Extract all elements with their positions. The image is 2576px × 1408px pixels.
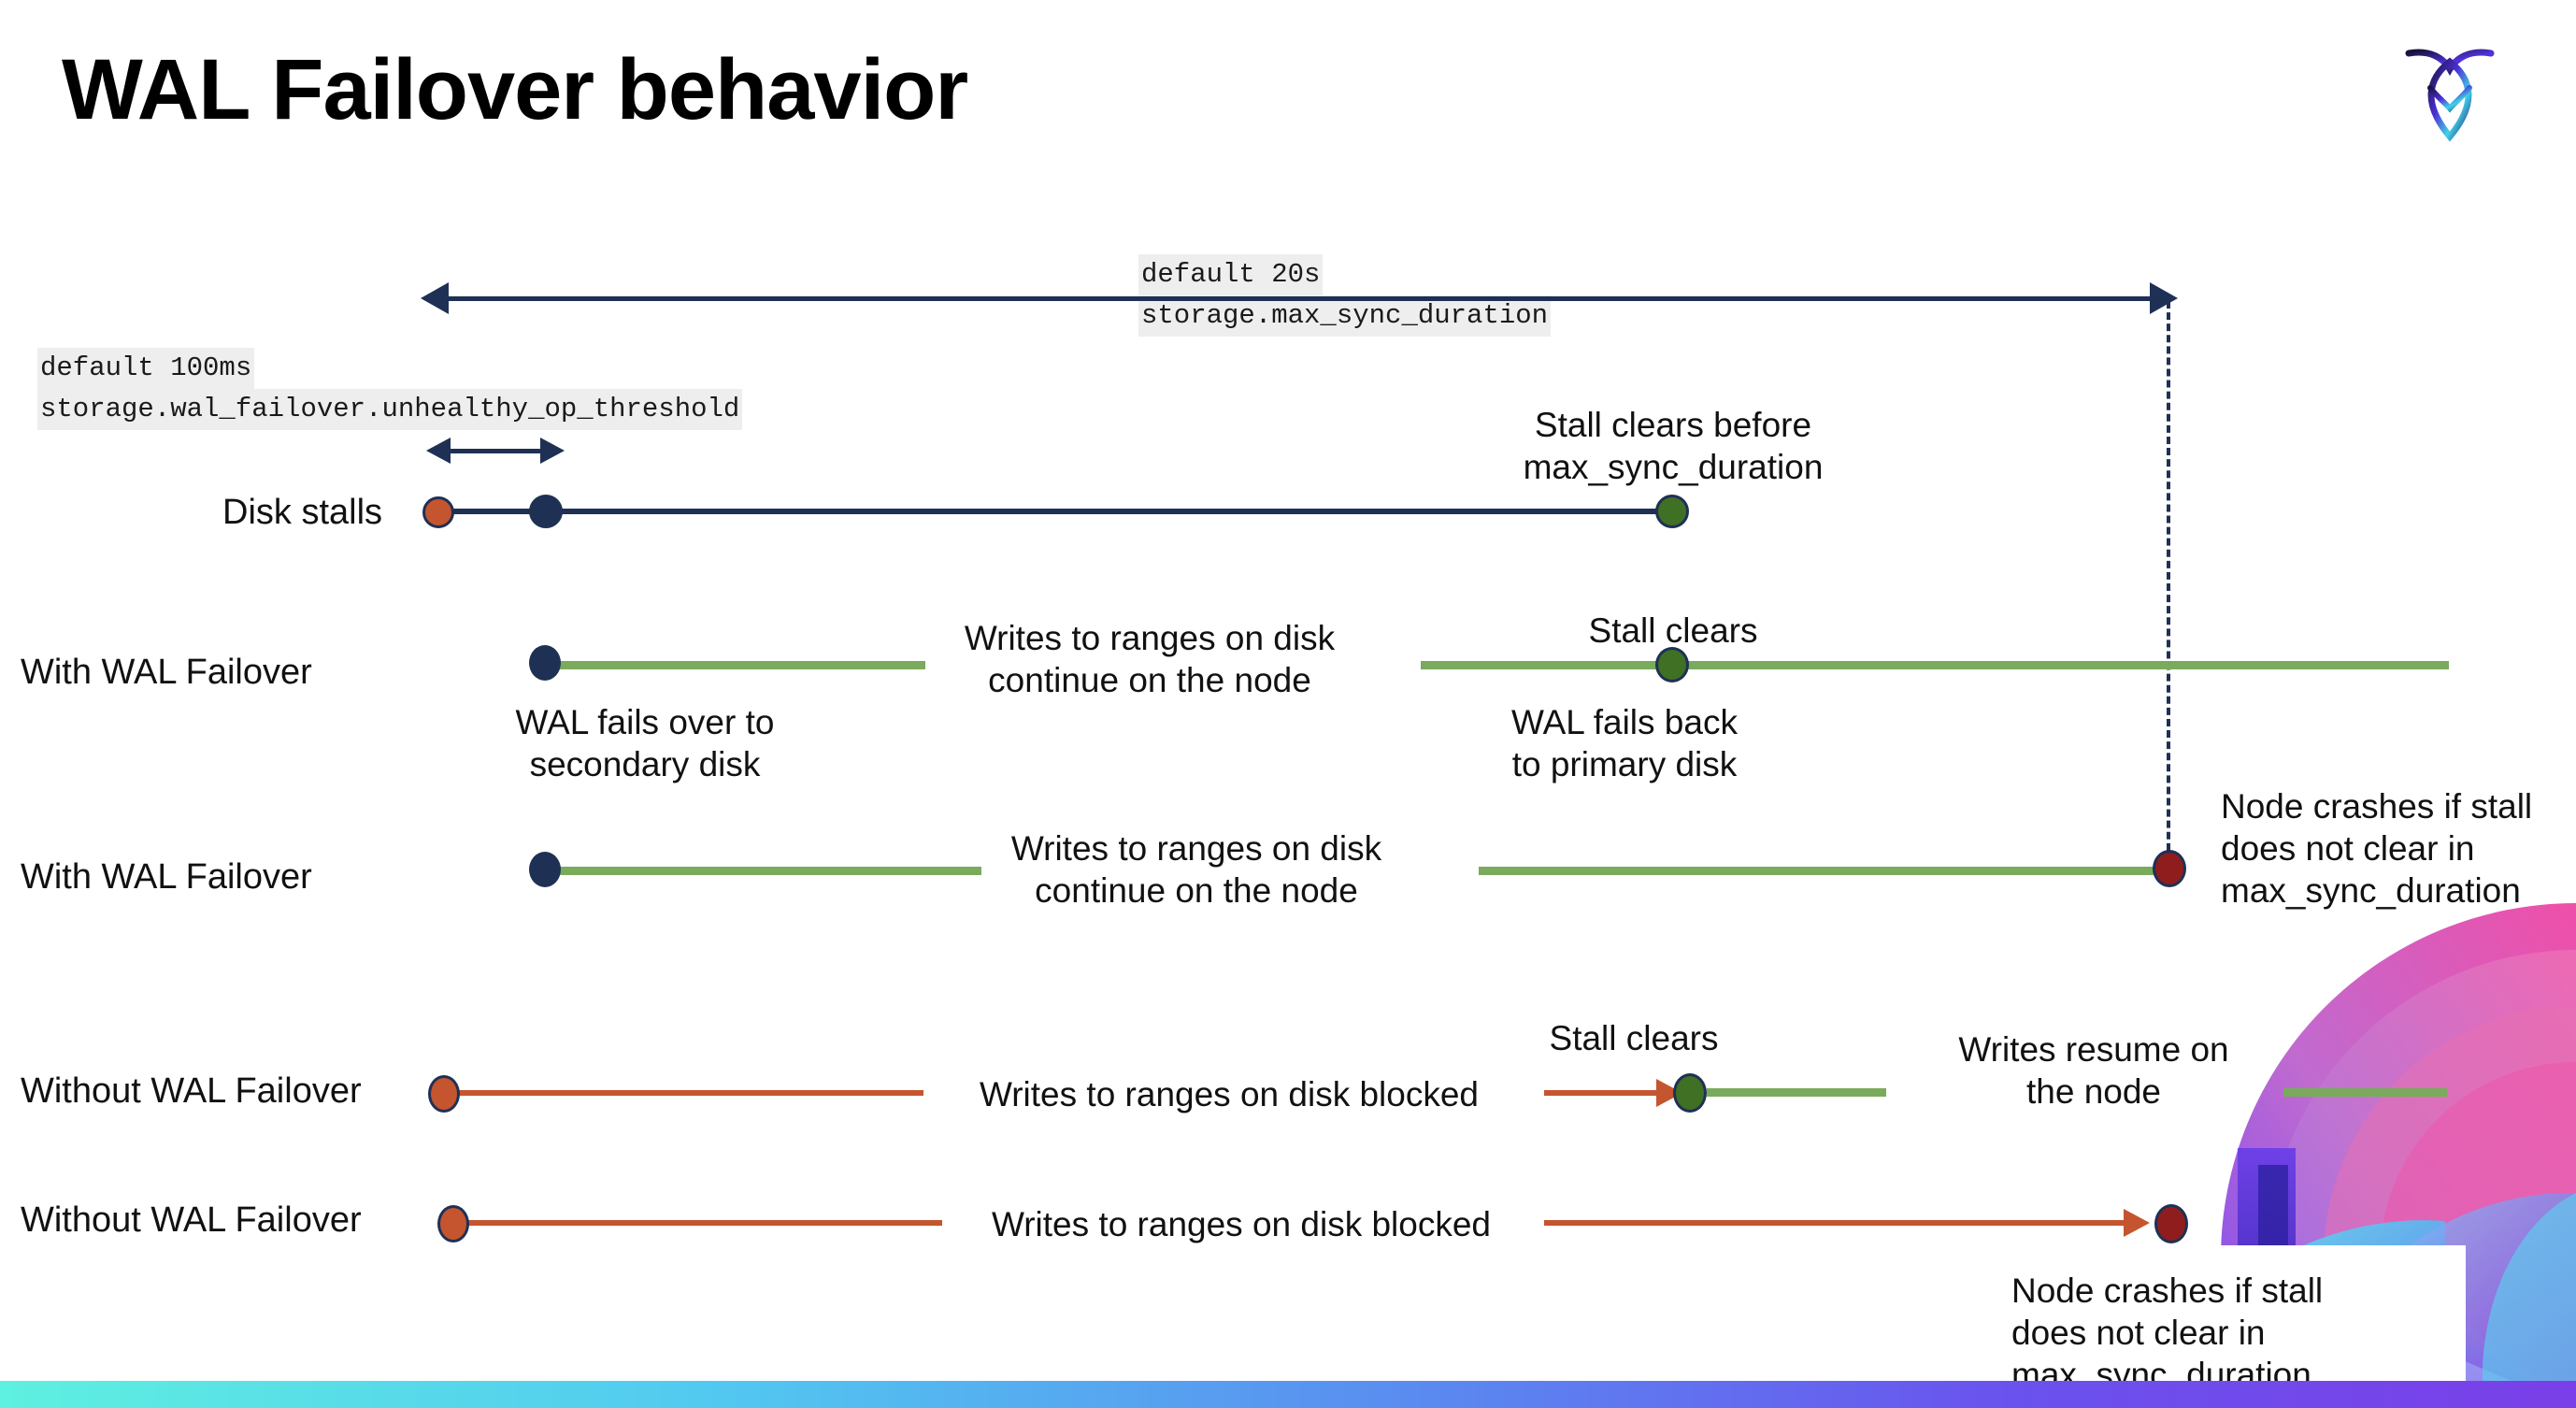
node-crash-dot-row5 xyxy=(2154,1204,2188,1243)
row-label-with-wal-failover-2: With WAL Failover xyxy=(21,857,312,897)
blocked-writes-line-row5b xyxy=(1544,1220,2142,1226)
bottom-gradient-bar xyxy=(0,1381,2576,1408)
max-sync-duration-annotation: default 20s storage.max_sync_duration xyxy=(1138,254,1552,338)
note-writes-blocked-row5: Writes to ranges on disk blocked xyxy=(991,1205,1492,1243)
writes-resume-green-row4b xyxy=(2283,1088,2447,1097)
unhealthy-op-threshold-annotation: default 100ms storage.wal_failover.unhea… xyxy=(37,348,743,431)
wal-failover-green-segment-1a xyxy=(551,661,925,669)
node-crash-dot-row3 xyxy=(2153,850,2186,887)
node-crash-arrowhead-row5 xyxy=(2124,1209,2150,1237)
row-label-with-wal-failover-1: With WAL Failover xyxy=(21,653,312,692)
cockroachdb-logo-icon xyxy=(2389,30,2511,151)
row-label-without-wal-failover-1: Without WAL Failover xyxy=(21,1071,362,1111)
row-label-without-wal-failover-2: Without WAL Failover xyxy=(21,1200,362,1240)
wal-failover-green-segment-1b xyxy=(1421,661,2449,669)
failover-trigger-dot xyxy=(529,495,563,528)
unhealthy-threshold-span-line xyxy=(451,449,544,453)
writes-resume-green-row4a xyxy=(1707,1088,1886,1097)
unhealthy-span-left-arrowhead xyxy=(426,438,451,464)
wal-failover-green-segment-2a xyxy=(551,867,981,875)
max-sync-duration-dashed-guide xyxy=(2167,301,2170,873)
blocked-writes-line-row4b xyxy=(1544,1090,1675,1096)
stall-clears-dot-row2 xyxy=(1655,647,1689,682)
unhealthy-default-text: default 100ms xyxy=(37,348,255,390)
stall-clears-dot-row1 xyxy=(1655,495,1689,528)
wal-failover-start-dot-row2 xyxy=(529,645,561,681)
wal-failover-start-dot-row3 xyxy=(529,852,561,887)
wal-failover-green-segment-2b xyxy=(1479,867,2175,875)
blocked-writes-line-row4a xyxy=(447,1090,923,1096)
max-sync-duration-span-line xyxy=(447,296,2167,301)
stall-clears-dot-row4 xyxy=(1673,1073,1707,1113)
disk-stall-timeline xyxy=(439,509,1678,514)
unhealthy-setting-text: storage.wal_failover.unhealthy_op_thresh… xyxy=(37,389,743,431)
stall-start-dot-row5 xyxy=(437,1205,469,1243)
max-sync-span-right-arrowhead xyxy=(2150,282,2178,314)
unhealthy-span-right-arrowhead xyxy=(540,438,565,464)
note-stall-clears-row2: Stall clears xyxy=(1588,611,1758,650)
note-stall-clears-row4: Stall clears xyxy=(1549,1019,1719,1057)
stall-start-dot-row4 xyxy=(428,1075,460,1113)
page-title: WAL Failover behavior xyxy=(62,42,968,137)
note-writes-blocked-row4: Writes to ranges on disk blocked xyxy=(979,1075,1480,1113)
max-sync-default-text: default 20s xyxy=(1138,254,1324,296)
max-sync-span-left-arrowhead xyxy=(421,282,449,314)
disk-stall-start-dot xyxy=(422,496,454,528)
blocked-writes-line-row5a xyxy=(456,1220,942,1226)
row-label-disk-stalls: Disk stalls xyxy=(222,493,383,532)
max-sync-setting-text: storage.max_sync_duration xyxy=(1138,295,1552,338)
